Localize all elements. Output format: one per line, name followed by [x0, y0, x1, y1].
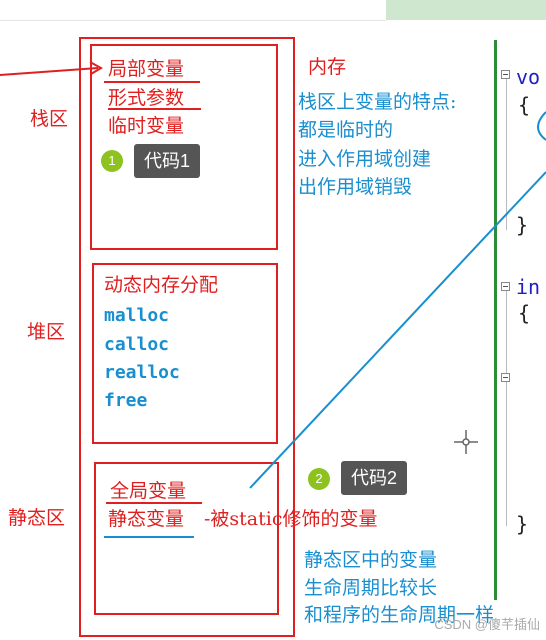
- editor-fold-rail-1: [506, 78, 507, 230]
- stack-item-local-variable: 局部变量: [108, 58, 185, 80]
- static-item-global-underline: [106, 502, 202, 504]
- tooltip-1-label[interactable]: 代码1: [134, 144, 201, 178]
- stack-box: [90, 44, 278, 250]
- static-note-modifier: -被static修饰的变量: [204, 508, 378, 530]
- static-note-line-1: 静态区中的变量: [304, 549, 438, 571]
- stack-item-temp-variable: 临时变量: [108, 115, 185, 137]
- static-note-line-3: 和程序的生命周期一样: [304, 604, 495, 626]
- watermark: CSDN @傻芊插仙: [434, 617, 540, 632]
- tooltip-2-label[interactable]: 代码2: [341, 461, 408, 495]
- stack-item-local-underline: [104, 81, 200, 83]
- code-brace-close-2: }: [516, 512, 529, 536]
- memory-title: 内存: [308, 56, 347, 78]
- code-line-in: in: [516, 275, 541, 299]
- static-label: 静态区: [8, 507, 66, 529]
- heap-fn-calloc: calloc: [104, 334, 170, 355]
- static-note-line-2: 生命周期比较长: [304, 577, 438, 599]
- heap-title: 动态内存分配: [104, 274, 219, 296]
- fold-toggle-1-icon[interactable]: [501, 70, 510, 79]
- heap-fn-malloc: malloc: [104, 305, 170, 326]
- heap-label: 堆区: [27, 321, 66, 343]
- top-divider: [0, 0, 386, 21]
- stack-label: 栈区: [30, 108, 69, 130]
- code-brace-open-2: {: [518, 301, 531, 325]
- tooltip-1-badge[interactable]: 1: [101, 150, 123, 172]
- code-brace-open-1: {: [518, 93, 531, 117]
- editor-fold-rail-2: [506, 290, 507, 526]
- heap-fn-realloc: realloc: [104, 362, 180, 383]
- code-line-vo: vo: [516, 65, 541, 89]
- stack-note-line-2: 都是临时的: [298, 119, 394, 141]
- heap-fn-free: free: [104, 390, 148, 411]
- code-brace-close-1: }: [516, 213, 529, 237]
- stack-note-line-4: 出作用域销毁: [298, 176, 413, 198]
- static-item-static-underline: [104, 536, 194, 538]
- crosshair-cursor-icon: [454, 430, 478, 454]
- top-green-block: [386, 0, 546, 20]
- static-box: [94, 462, 279, 615]
- static-item-global-variable: 全局变量: [110, 480, 187, 502]
- fold-toggle-3-icon[interactable]: [501, 373, 510, 382]
- stack-note-line-3: 进入作用域创建: [298, 148, 432, 170]
- static-item-static-variable: 静态变量: [108, 508, 185, 530]
- stack-item-parameter: 形式参数: [108, 87, 185, 109]
- stack-item-parameter-underline: [108, 108, 201, 110]
- tooltip-2-badge[interactable]: 2: [308, 468, 330, 490]
- stack-note-line-1: 栈区上变量的特点:: [298, 91, 457, 113]
- fold-toggle-2-icon[interactable]: [501, 282, 510, 291]
